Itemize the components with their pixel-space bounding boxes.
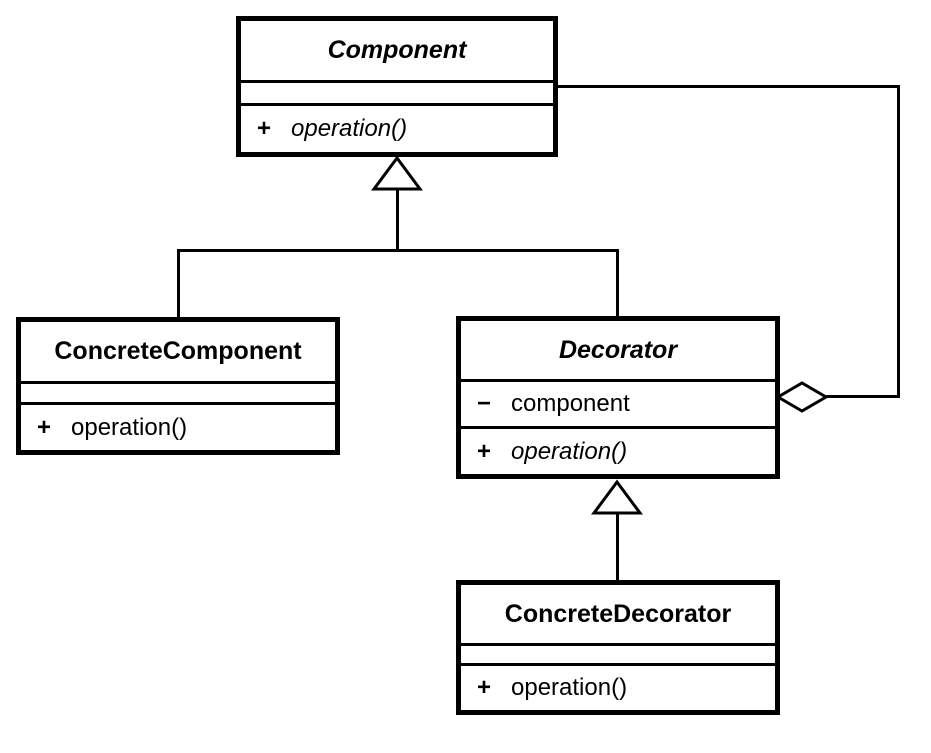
generalization-drop-decorator (616, 249, 619, 317)
generalization-drop-concrete-component (177, 249, 180, 319)
component-class-name: Component (327, 36, 467, 64)
concrete-decorator-attributes-compartment (461, 643, 775, 663)
decorator-operation-name: operation() (511, 437, 628, 465)
aggregation-diamond-icon (775, 381, 829, 413)
component-name-compartment: Component (241, 21, 553, 80)
component-operation-row: + operation() (241, 115, 407, 143)
decorator-operation-visibility: + (477, 437, 492, 465)
aggregation-line-top (557, 85, 900, 88)
decorator-attribute-row: − component (461, 390, 630, 418)
generalization-triangle-component-icon (371, 155, 423, 191)
concrete-decorator-class-name: ConcreteDecorator (504, 599, 732, 628)
concrete-component-operations-compartment: + operation() (21, 402, 335, 450)
concrete-decorator-operations-compartment: + operation() (461, 663, 775, 709)
generalization-branch-bar (177, 249, 619, 252)
decorator-attribute-name: component (511, 390, 630, 417)
class-box-concrete-component[interactable]: ConcreteComponent + operation() (16, 317, 340, 455)
class-box-decorator[interactable]: Decorator − component + operation() (456, 316, 780, 479)
decorator-attributes-compartment: − component (461, 379, 775, 426)
class-box-component[interactable]: Component + operation() (236, 16, 558, 157)
concrete-component-operation-row: + operation() (21, 414, 187, 442)
decorator-class-name: Decorator (558, 335, 678, 364)
component-attributes-compartment (241, 80, 553, 103)
generalization-stem-decorator (616, 512, 619, 582)
component-operation-visibility: + (257, 115, 272, 142)
concrete-component-class-name: ConcreteComponent (54, 337, 302, 365)
generalization-stem-component (396, 188, 399, 251)
concrete-component-operation-visibility: + (37, 413, 52, 441)
decorator-attribute-visibility: − (477, 390, 492, 417)
aggregation-line-bottom (800, 395, 900, 398)
concrete-decorator-operation-row: + operation() (461, 674, 627, 702)
concrete-decorator-operation-visibility: + (477, 673, 492, 701)
aggregation-line-right (897, 85, 900, 397)
generalization-triangle-decorator-icon (591, 479, 643, 515)
decorator-operations-compartment: + operation() (461, 426, 775, 474)
class-box-concrete-decorator[interactable]: ConcreteDecorator + operation() (456, 580, 780, 715)
component-operations-compartment: + operation() (241, 103, 553, 152)
concrete-decorator-operation-name: operation() (511, 673, 628, 701)
concrete-component-operation-name: operation() (71, 413, 188, 441)
concrete-component-attributes-compartment (21, 381, 335, 402)
concrete-component-name-compartment: ConcreteComponent (21, 322, 335, 381)
decorator-name-compartment: Decorator (461, 321, 775, 379)
decorator-operation-row: + operation() (461, 438, 627, 466)
concrete-decorator-name-compartment: ConcreteDecorator (461, 585, 775, 643)
component-operation-name: operation() (291, 115, 408, 142)
